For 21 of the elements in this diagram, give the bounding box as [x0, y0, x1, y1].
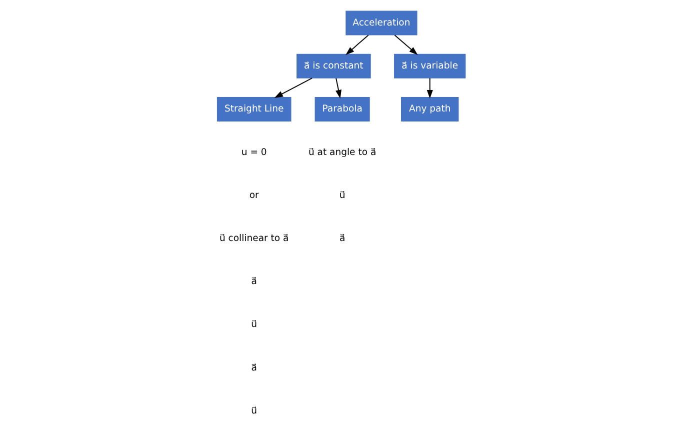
node-label: u⃗ collinear to a⃗: [218, 233, 288, 244]
label: u⃗: [338, 190, 345, 201]
label: u⃗: [250, 405, 257, 416]
node-box: a⃗ is constant: [296, 54, 370, 78]
node-box: a⃗ is variable: [394, 54, 466, 78]
node-box: Any path: [400, 96, 458, 122]
node-label: or: [248, 190, 258, 201]
arrow: [274, 78, 312, 98]
label: u⃗: [250, 319, 257, 330]
label: a⃗: [250, 362, 256, 374]
label: a⃗: [338, 233, 345, 244]
arrow: [426, 78, 432, 99]
label: a⃗: [250, 276, 256, 288]
arrow: [345, 34, 368, 56]
node-label: u⃗ at angle to a⃗: [308, 146, 376, 158]
arrow: [394, 34, 418, 56]
node-box: Straight Line: [216, 96, 291, 122]
node-box: Parabola: [314, 96, 370, 122]
arrow: [335, 78, 341, 99]
node-box: Acceleration: [345, 10, 417, 36]
node-label: u = 0: [240, 146, 266, 158]
